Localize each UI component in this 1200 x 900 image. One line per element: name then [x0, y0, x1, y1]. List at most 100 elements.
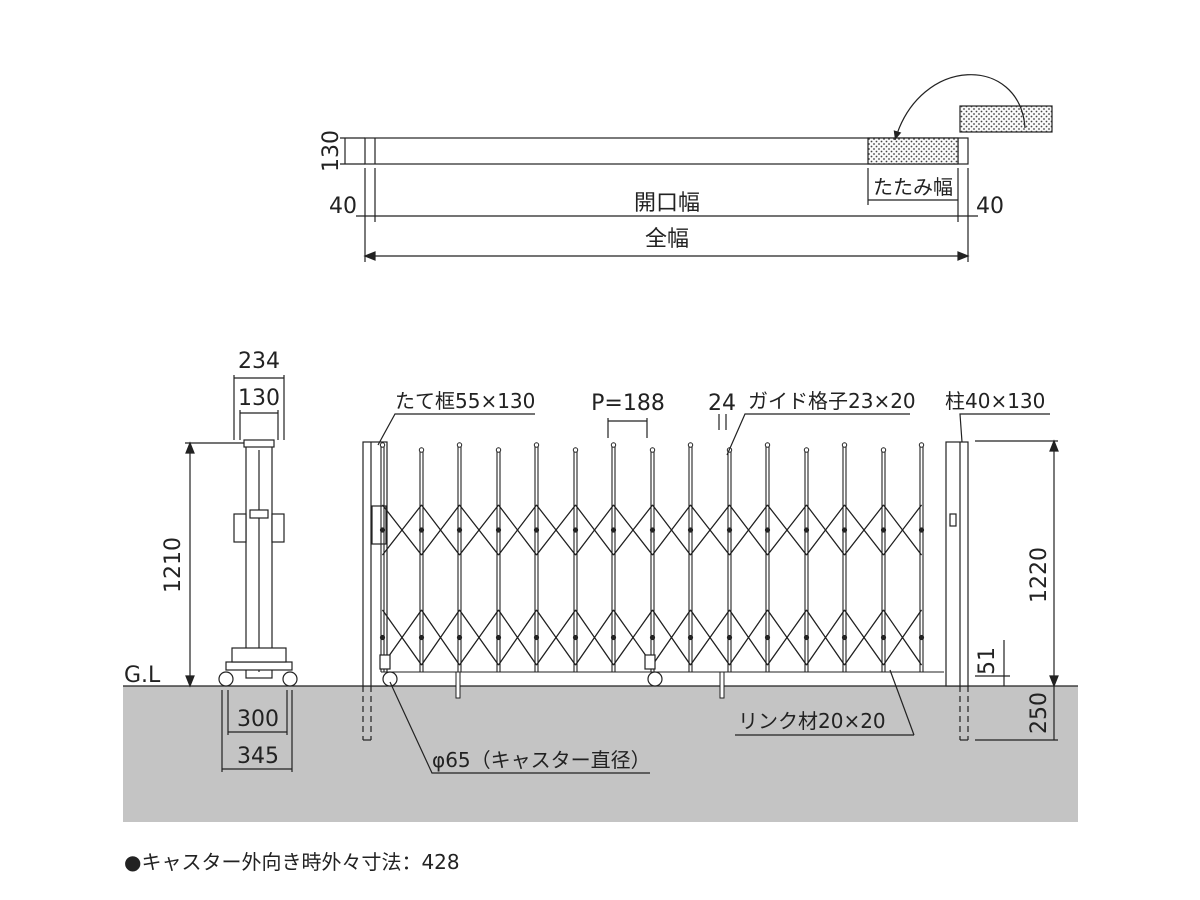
lattice-bar-cap	[456, 442, 463, 448]
side-base	[225, 661, 293, 671]
link-member	[690, 636, 730, 666]
link-member	[575, 504, 614, 531]
link-member	[498, 609, 537, 639]
link-member	[844, 609, 884, 666]
plan-folded-section	[867, 137, 959, 165]
side-view	[185, 375, 298, 772]
link-member	[767, 609, 807, 666]
link-member	[421, 504, 460, 556]
side-height-label: 1210	[161, 537, 186, 593]
front-embed-label: 250	[1027, 692, 1052, 734]
link-pivot	[610, 634, 617, 641]
link-member	[613, 504, 653, 531]
link-member	[459, 504, 499, 556]
plan-swing-section	[959, 105, 1053, 133]
side-base-345-label: 345	[237, 744, 279, 769]
front-lock-box	[371, 505, 387, 545]
link-pivot	[649, 634, 656, 641]
link-member	[806, 609, 845, 666]
link-member	[498, 504, 537, 556]
link-member	[883, 609, 922, 639]
lattice-bar-cap	[495, 447, 502, 453]
link-member	[844, 529, 884, 556]
link-member	[498, 529, 537, 556]
link-member	[498, 504, 537, 531]
link-pivot	[687, 527, 694, 533]
link-pivot	[495, 634, 502, 641]
lattice-bar-cap	[533, 442, 540, 448]
link-pivot	[687, 634, 694, 641]
caster-label: φ65（キャスター直径）	[432, 748, 651, 772]
link-member	[382, 504, 422, 531]
lattice-bar-cap	[572, 447, 579, 453]
plan-folded-label: たたみ幅	[873, 175, 953, 199]
link-member	[690, 609, 730, 639]
frame-label: たて框55×130	[395, 389, 535, 413]
plan-total-label: 全幅	[645, 227, 689, 252]
lattice-bar-cap	[610, 442, 617, 448]
link-member	[652, 609, 691, 666]
link-member	[575, 609, 614, 666]
link-member	[806, 529, 845, 556]
plan-left-post-label: 40	[329, 194, 357, 219]
side-latch-left	[233, 513, 247, 543]
link-member	[729, 609, 768, 639]
link-member	[382, 609, 422, 639]
lattice-bar-cap	[918, 442, 925, 448]
plan-opening-label: 開口幅	[634, 191, 700, 216]
link-member	[382, 529, 422, 556]
front-view	[362, 413, 1059, 774]
link-member	[652, 504, 691, 531]
link-pivot	[726, 527, 733, 533]
gl-label: G.L	[124, 663, 161, 688]
link-member	[729, 609, 768, 666]
link-member	[536, 504, 576, 531]
link-pivot	[533, 634, 540, 641]
link-member	[421, 504, 460, 531]
link-pivot	[918, 527, 925, 533]
link-member	[844, 504, 884, 531]
link-member	[844, 504, 884, 556]
link-pivot	[880, 634, 887, 641]
lattice-bar-cap	[841, 442, 848, 448]
link-pivot	[418, 527, 425, 533]
link-member	[883, 504, 922, 556]
link-pivot	[533, 527, 540, 533]
link-member	[459, 529, 499, 556]
link-member	[844, 636, 884, 666]
plan-swing-arrow	[893, 74, 1026, 141]
front-caster-left	[382, 671, 398, 687]
side-caster-left	[218, 671, 234, 687]
link-pivot	[495, 527, 502, 533]
link-member	[613, 609, 653, 639]
link-member	[690, 504, 730, 531]
link-pivot	[841, 527, 848, 533]
guide-pin	[719, 671, 725, 699]
link-member	[652, 529, 691, 556]
link-pivot	[764, 527, 771, 533]
lattice-bar-cap	[379, 442, 386, 448]
link-member	[652, 636, 691, 666]
link-member	[536, 504, 576, 556]
link-pivot	[379, 634, 386, 641]
side-post-cap	[243, 439, 275, 448]
guide-pin	[455, 671, 461, 699]
side-base-300-label: 300	[237, 707, 279, 732]
link-member	[421, 609, 460, 666]
front-post	[945, 441, 969, 687]
link-member	[421, 529, 460, 556]
link-member	[459, 504, 499, 531]
front-clearance-label: 51	[975, 647, 1000, 675]
link-member	[883, 504, 922, 531]
lattice-bar-cap	[649, 447, 656, 453]
link-pivot	[918, 634, 925, 641]
link-member	[767, 504, 807, 531]
link-member	[767, 609, 807, 639]
link-member	[806, 636, 845, 666]
lattice-bar-cap	[418, 447, 425, 453]
guide-gap-label: 24	[708, 391, 736, 416]
link-member	[536, 609, 576, 639]
link-pivot	[418, 634, 425, 641]
lattice-bar-cap	[687, 442, 694, 448]
